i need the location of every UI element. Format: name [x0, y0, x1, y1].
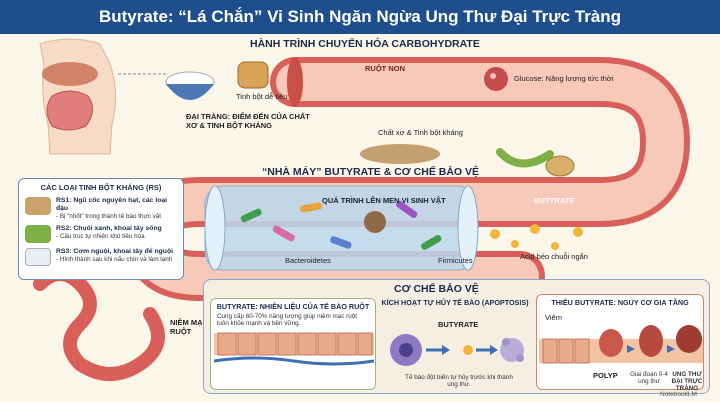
rs-item: RS2: Chuối xanh, khoai tây sống - Cấu tr…	[25, 224, 177, 243]
rs-title: RS1: Ngũ cốc nguyên hạt, các loại đậu	[56, 197, 168, 212]
fiber-pile-icon	[360, 144, 440, 164]
apoptosis-title: KÍCH HOẠT TỰ HỦY TẾ BÀO (APOPTOSIS)	[381, 298, 529, 307]
rs-desc: - Bị “nhốt” trong thành tế bào thực vật	[56, 212, 162, 220]
mechanism-panel: CƠ CHẾ BẢO VỆ BUTYRATE: NHIÊN LIỆU CỦA T…	[203, 279, 710, 394]
factory-heading: “NHÀ MÁY” BUTYRATE & CƠ CHẾ BẢO VỆ	[262, 166, 480, 178]
watermark: NotebookLM	[660, 391, 697, 398]
title-bar: Butyrate: “Lá Chắn” Vi Sinh Ngăn Ngừa Un…	[0, 0, 720, 34]
fermentation-label: QUÁ TRÌNH LÊN MEN VI SINH VẬT	[322, 196, 446, 205]
butyrate-label: BUTYRATE	[534, 196, 575, 205]
epithelium-illustration	[213, 332, 375, 366]
journey-heading: HÀNH TRÌNH CHUYỂN HÓA CARBOHYDRATE	[250, 38, 480, 50]
fuel-desc: Cung cấp 60-70% năng lượng giúp niêm mạc…	[217, 313, 357, 328]
grain-icon	[25, 197, 51, 215]
apoptosis-desc: Tế bào đột biến tự hủy trước khi thành u…	[405, 374, 513, 389]
banana-icon	[496, 148, 554, 168]
fiber-label: Chất xơ & Tinh bột kháng	[378, 128, 463, 137]
fuel-card: BUTYRATE: NHIÊN LIỆU CỦA TẾ BÀO RUỘT Cun…	[210, 298, 376, 390]
banana-icon	[25, 224, 51, 243]
digestible-starch-label: Tinh bột dễ tiêu	[236, 92, 288, 101]
small-intestine-label: RUỘT NON	[365, 64, 405, 73]
fermentation-chamber	[204, 185, 479, 271]
bread-icon	[237, 61, 269, 89]
mucosa-label: NIÊM MẠC RUỘT	[170, 318, 208, 336]
crc-label: UNG THƯ ĐẠI TRỰC TRÀNG	[671, 371, 703, 393]
rs-types-box: CÁC LOẠI TINH BỘT KHÁNG (RS) RS1: Ngũ cố…	[18, 178, 184, 280]
rs-heading: CÁC LOẠI TINH BỘT KHÁNG (RS)	[40, 183, 162, 192]
rs-item: RS3: Cơm nguội, khoai tây để nguội - Hìn…	[25, 247, 177, 266]
inflammation-label: Viêm	[545, 313, 562, 322]
potato-icon	[545, 155, 575, 177]
rice-bowl-icon	[25, 247, 51, 266]
apoptosis-card: KÍCH HOẠT TỰ HỦY TẾ BÀO (APOPTOSIS) BUTY…	[380, 298, 530, 390]
apoptosis-butyrate-label: BUTYRATE	[438, 320, 479, 329]
rs-title: RS2: Chuối xanh, khoai tây sống	[56, 224, 162, 232]
cancer-progression-illustration	[539, 325, 703, 364]
mechanism-heading: CƠ CHẾ BẢO VỆ	[394, 283, 479, 295]
firmicutes-label: Firmicutes	[438, 256, 473, 265]
fuel-title: BUTYRATE: NHIÊN LIỆU CỦA TẾ BÀO RUỘT	[216, 302, 370, 311]
rice-bowl-icon	[118, 71, 215, 100]
risk-card: THIẾU BUTYRATE: NGUY CƠ GIA TĂNG Viêm PO…	[536, 294, 704, 393]
page-title: Butyrate: “Lá Chắn” Vi Sinh Ngăn Ngừa Un…	[98, 7, 622, 26]
colon-destination-label: ĐẠI TRÀNG: ĐIỂM ĐẾN CỦA CHẤT XƠ & TINH B…	[186, 112, 310, 130]
polyp-label: POLYP	[593, 371, 618, 380]
rs-title: RS3: Cơm nguội, khoai tây để nguội	[56, 247, 173, 255]
stage-label: Giai đoạn 0-4 ung thư	[630, 371, 668, 386]
rs-item: RS1: Ngũ cốc nguyên hạt, các loại đậu - …	[25, 197, 177, 220]
butyrate-molecules	[490, 224, 583, 250]
acid-label: Acid béo chuỗi ngắn	[520, 252, 588, 261]
apoptosis-illustration	[390, 334, 524, 366]
risk-title: THIẾU BUTYRATE: NGUY CƠ GIA TĂNG	[551, 298, 689, 307]
glucose-icon	[484, 67, 508, 91]
rs-desc: - Cấu trúc tự nhiên khó tiêu hóa	[56, 232, 145, 240]
rs-desc: - Hình thành sau khi nấu chín và làm lạn…	[56, 255, 173, 263]
body-silhouette	[39, 38, 116, 155]
large-intestine	[33, 267, 165, 381]
bacteroidetes-label: Bacteroidetes	[285, 256, 331, 265]
glucose-label: Glucose: Năng lượng tức thời	[514, 74, 614, 83]
